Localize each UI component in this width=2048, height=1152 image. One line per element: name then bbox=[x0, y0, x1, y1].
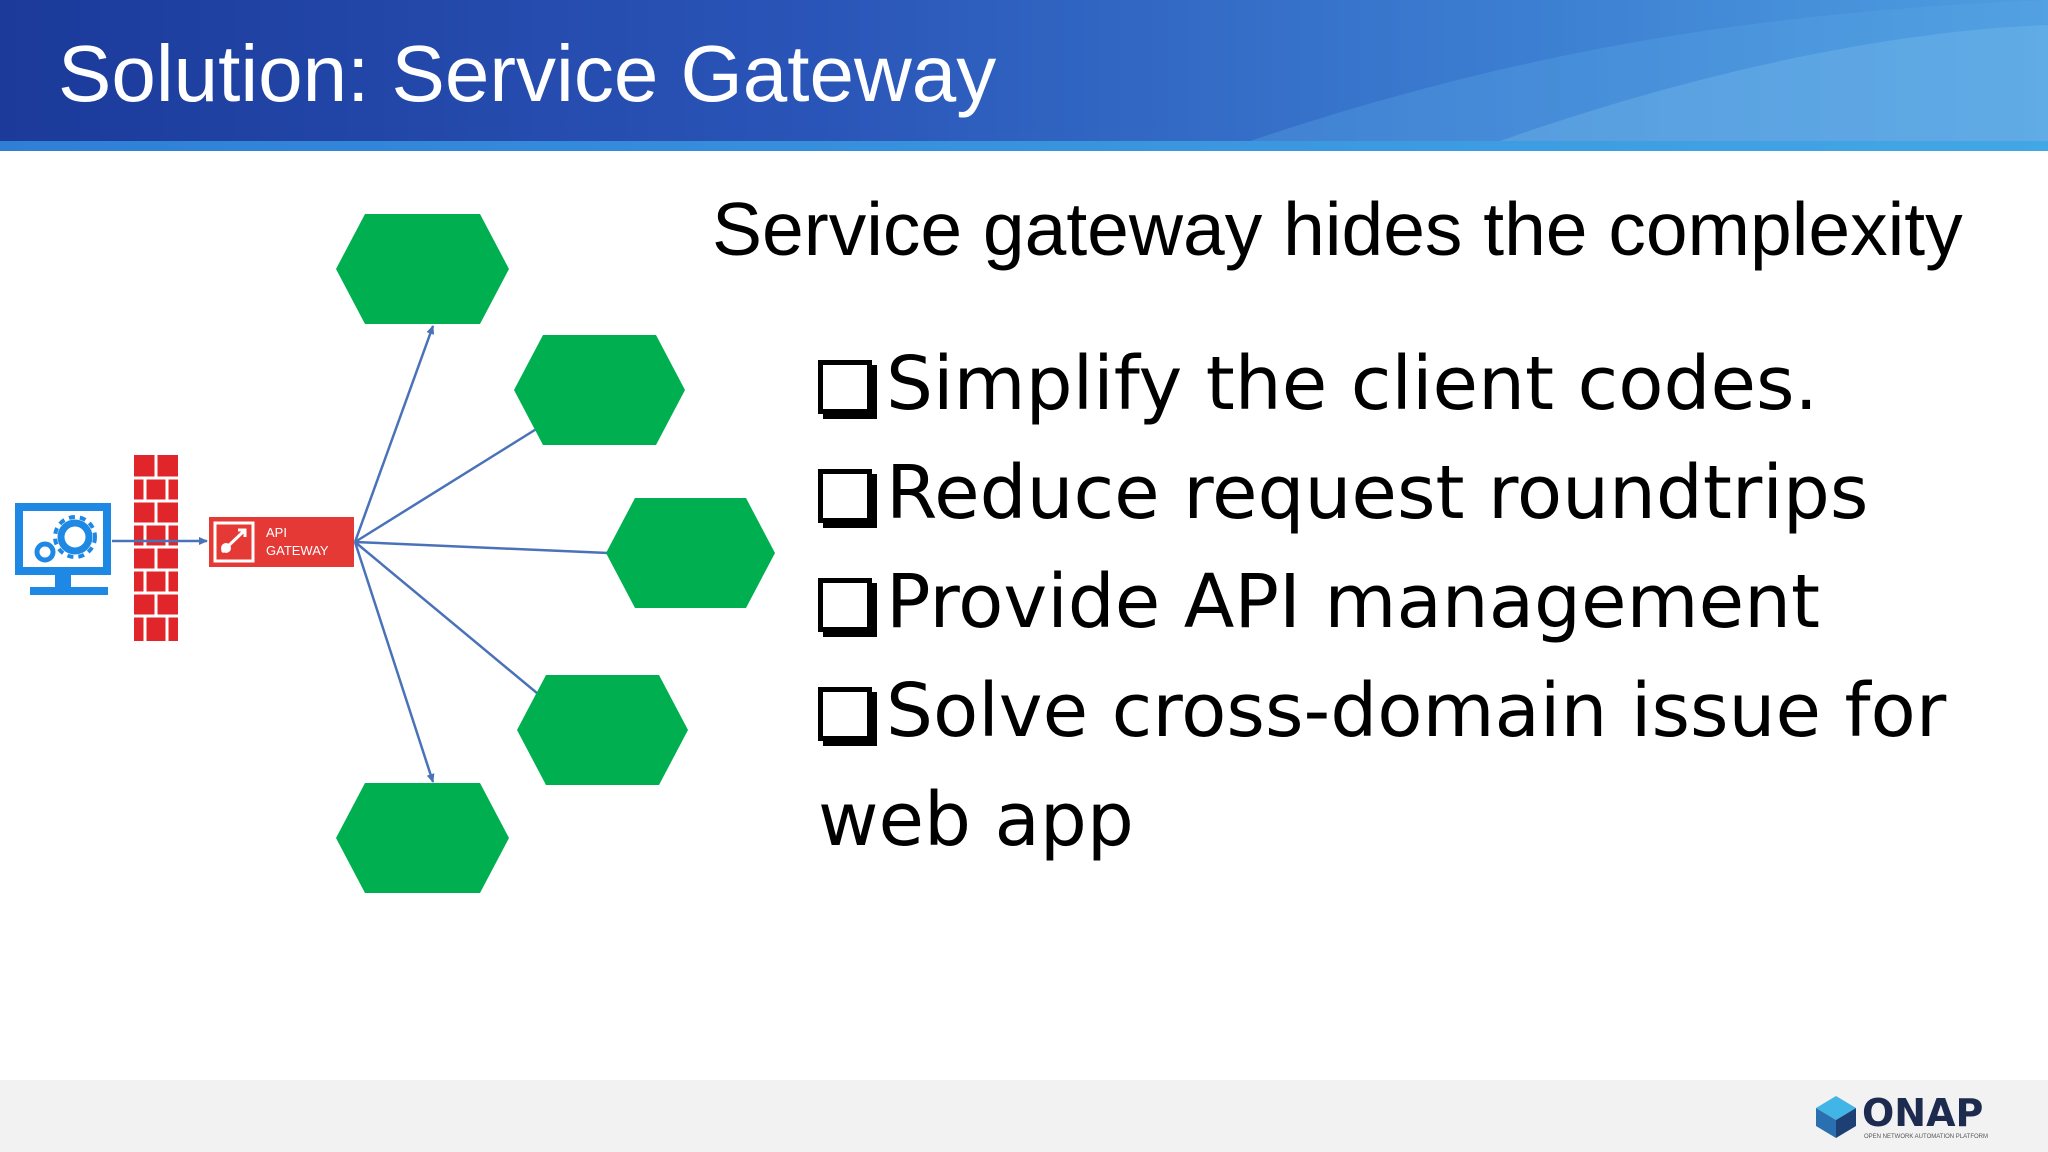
gateway-label-line2: GATEWAY bbox=[266, 543, 329, 558]
client-computer-icon bbox=[15, 503, 111, 595]
bullet-item: Provide API management bbox=[818, 548, 1946, 657]
bullet-list: Simplify the client codes. Reduce reques… bbox=[818, 330, 1946, 875]
subtitle-text: Service gateway hides the complexity bbox=[712, 187, 1963, 271]
footer-bar bbox=[0, 1080, 2048, 1152]
checkbox-bullet-icon bbox=[818, 577, 872, 632]
service-hexagon-3 bbox=[606, 498, 775, 608]
header-swoosh bbox=[1250, 0, 2048, 141]
arrow-to-service-4 bbox=[354, 541, 556, 709]
arrow-to-service-2 bbox=[354, 416, 555, 544]
onap-logo-text: ONAP bbox=[1862, 1091, 1983, 1135]
arrow-to-service-3 bbox=[354, 540, 632, 558]
bullet-text: Reduce request roundtrips bbox=[886, 450, 1869, 536]
bullet-item: Simplify the client codes. bbox=[818, 330, 1946, 439]
slide-title: Solution: Service Gateway bbox=[58, 29, 997, 118]
onap-cube-icon bbox=[1816, 1096, 1856, 1138]
bullet-text: Simplify the client codes. bbox=[886, 341, 1819, 427]
arrow-to-service-5 bbox=[353, 541, 435, 783]
service-hexagon-5 bbox=[336, 783, 509, 893]
bullet-item: Reduce request roundtrips bbox=[818, 439, 1946, 548]
service-hexagon-1 bbox=[336, 214, 509, 324]
firewall-icon bbox=[134, 455, 178, 641]
bullet-item: Solve cross-domain issue for bbox=[818, 657, 1946, 766]
header-stripe bbox=[0, 141, 2048, 151]
onap-logo-tagline: OPEN NETWORK AUTOMATION PLATFORM bbox=[1864, 1134, 1988, 1140]
checkbox-bullet-icon bbox=[818, 468, 872, 523]
bullet-text: Provide API management bbox=[886, 559, 1821, 645]
checkbox-bullet-icon bbox=[818, 359, 872, 414]
checkbox-bullet-icon bbox=[818, 686, 872, 741]
api-gateway-box: API GATEWAY bbox=[209, 517, 354, 567]
arrow-to-service-1 bbox=[353, 325, 435, 543]
bullet-text: Solve cross-domain issue for bbox=[886, 668, 1947, 754]
onap-logo: ONAP OPEN NETWORK AUTOMATION PLATFORM bbox=[1816, 1091, 1988, 1140]
header-bar: Solution: Service Gateway bbox=[0, 0, 2048, 141]
gateway-diagram: API GATEWAY bbox=[15, 214, 775, 893]
bullet-continuation: web app bbox=[818, 777, 1134, 863]
service-hexagon-4 bbox=[517, 675, 688, 785]
service-hexagon-2 bbox=[514, 335, 685, 445]
gateway-label-line1: API bbox=[266, 525, 287, 540]
